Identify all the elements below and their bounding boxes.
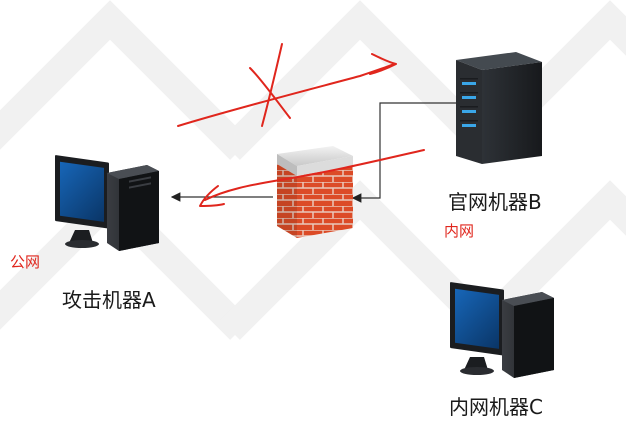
node-label-official-server: 官网机器B xyxy=(448,190,542,214)
cross-mark-icon xyxy=(249,67,291,119)
desktop-computer-icon xyxy=(450,282,554,378)
zone-tag-public: 公网 xyxy=(10,253,41,271)
zone-tag-intranet: 内网 xyxy=(444,222,475,240)
annotation-blocked-request xyxy=(177,43,397,127)
node-label-attacker: 攻击机器A xyxy=(62,288,156,312)
annotation-return-path xyxy=(199,149,425,207)
node-label-internal: 内网机器C xyxy=(449,395,543,419)
firewall-icon xyxy=(277,146,353,238)
desktop-computer-icon xyxy=(55,155,159,251)
edge-server-to-firewall xyxy=(351,102,458,203)
server-icon xyxy=(456,52,542,164)
